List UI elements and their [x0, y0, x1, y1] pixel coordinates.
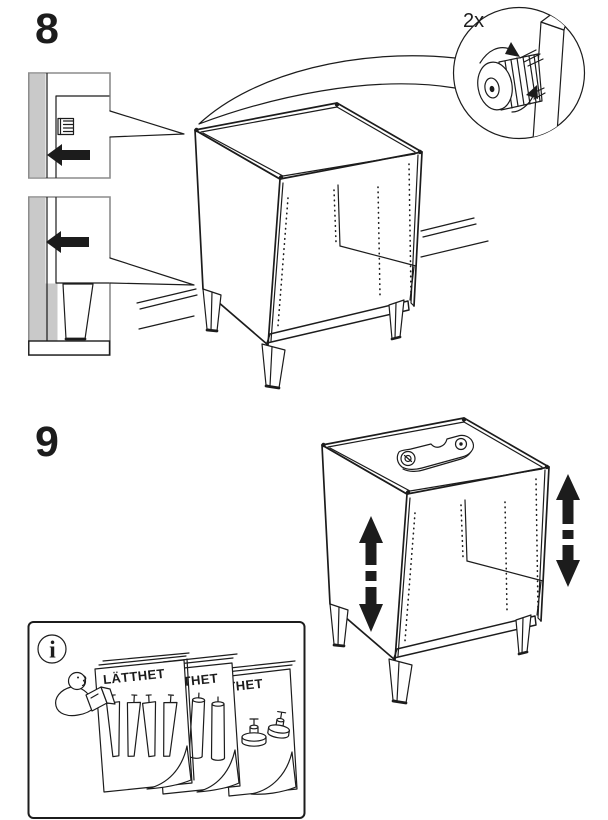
round-feet-drawing [241, 710, 290, 747]
up-down-arrow-right-icon [556, 474, 580, 587]
page-curl [250, 751, 297, 795]
callout-wedge [109, 257, 195, 286]
detail-box-screw [28, 72, 185, 179]
floor-marks [136, 217, 489, 330]
leg-screw-stud-icon [57, 117, 75, 136]
floor-strip [28, 340, 111, 356]
page-curl [196, 749, 240, 793]
person-head [67, 671, 87, 691]
rotation-arrows [479, 42, 538, 113]
info-icon-glyph: i [49, 638, 56, 664]
step-8-number: 8 [35, 5, 59, 53]
booklet-cover [94, 659, 193, 793]
panel-cross-section [29, 197, 46, 341]
leg-cross-section [62, 283, 94, 341]
callout-wedge [109, 110, 185, 138]
cabinet-illustration-step9 [319, 415, 551, 705]
info-icon: i [37, 634, 67, 664]
latthet-tool-icon [396, 434, 475, 472]
step-8-section: 8 [28, 5, 586, 390]
magnifier-callout: 2x [198, 6, 586, 140]
adjust-arrows [359, 474, 580, 632]
step-9-section: 9 [35, 415, 580, 705]
plinth-cross-section [45, 283, 58, 341]
cabinet-illustration-step8 [192, 100, 424, 390]
panel-cross-section [29, 73, 46, 178]
person-reading-icon [55, 671, 116, 717]
push-left-arrow-icon [47, 144, 90, 166]
callout-curves [198, 55, 456, 125]
detail-box-leg [28, 196, 195, 356]
booklet-title: LÄTTHET [102, 666, 165, 687]
step-9-number: 9 [35, 418, 59, 466]
page-curl [146, 745, 192, 790]
tapered-legs-drawing [105, 694, 178, 758]
leg-screw-detail [477, 12, 568, 139]
info-box: i LÄTTHET [27, 621, 306, 819]
booklet-1: LÄTTHET [94, 652, 195, 793]
up-down-arrow-left-icon [359, 516, 383, 632]
quantity-label: 2x [463, 10, 484, 32]
push-left-arrow-icon [46, 231, 89, 253]
